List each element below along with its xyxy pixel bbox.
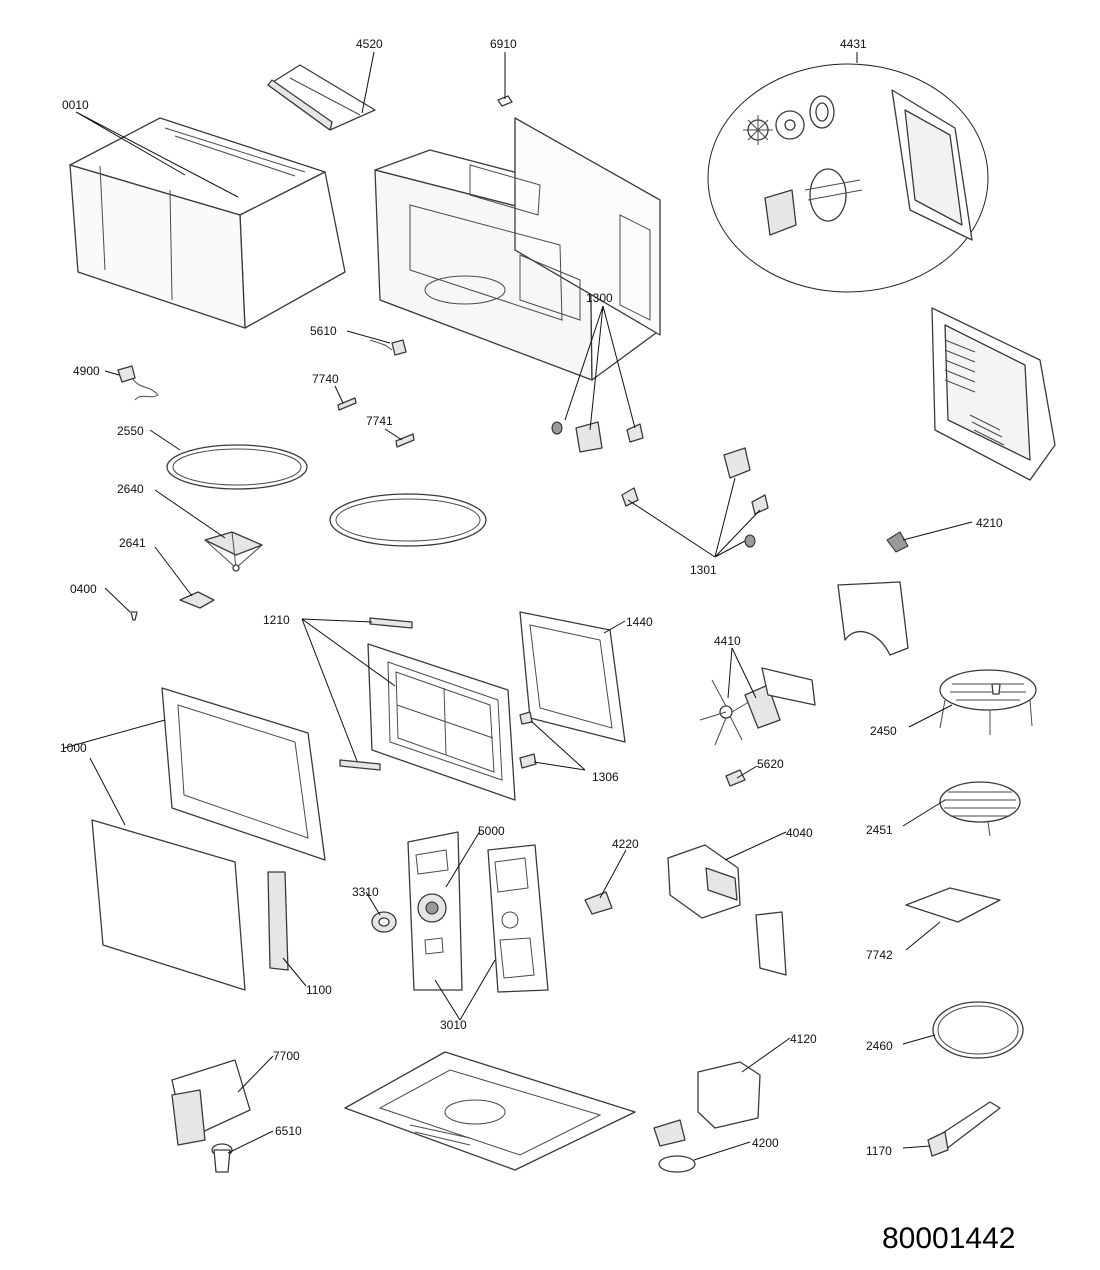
label-3310: 3310: [352, 885, 379, 899]
part-4220-fuse: [584, 891, 613, 915]
label-6910: 6910: [490, 37, 517, 51]
part-4210-lamp: [886, 531, 909, 553]
part-7700-magnetron: [171, 1059, 251, 1146]
label-4200: 4200: [752, 1136, 779, 1150]
part-2450-high-rack: [939, 669, 1037, 735]
label-4220: 4220: [612, 837, 639, 851]
part-2550-ring: [166, 444, 308, 490]
part-convection-cavity: [931, 307, 1056, 481]
label-1210: 1210: [263, 613, 290, 627]
part-3010-control-board: [487, 844, 549, 993]
cog-wheel-icon: [775, 110, 805, 140]
part-1170-lever: [927, 1101, 1001, 1157]
part-6510-fuse-holder: [211, 1143, 233, 1173]
label-1300: 1300: [586, 291, 613, 305]
part-4200-capacitor: [653, 1119, 696, 1173]
part-1301-switches: [621, 447, 769, 548]
part-4040-transformer: [667, 844, 741, 919]
part-2640-roller-support: [204, 531, 263, 572]
heating-element-icon: [804, 168, 863, 222]
fan-blade-icon: [699, 679, 753, 746]
label-1000: 1000: [60, 741, 87, 755]
label-7742: 7742: [866, 948, 893, 962]
part-labels: 4520 6910 4431 0010 5610 4900 7740 7741 …: [60, 37, 1015, 1255]
label-6510: 6510: [275, 1124, 302, 1138]
part-5000-control-panel: [407, 831, 463, 991]
part-cavity-frame: [374, 117, 661, 381]
part-4520-cover: [267, 64, 376, 131]
part-1306-hinges: [519, 711, 537, 769]
part-5610-switch: [369, 339, 407, 356]
label-0010: 0010: [62, 98, 89, 112]
part-4900-power-cord: [117, 365, 159, 401]
label-4120: 4120: [790, 1032, 817, 1046]
label-3010: 3010: [440, 1018, 467, 1032]
label-5620: 5620: [757, 757, 784, 771]
fan-blade-icon: [743, 115, 773, 145]
label-4520: 4520: [356, 37, 383, 51]
part-1000-door: [161, 687, 326, 861]
label-4900: 4900: [73, 364, 100, 378]
part-5620-switch: [725, 769, 746, 787]
part-base-plate: [344, 1051, 636, 1171]
part-1440-door-seal: [519, 611, 626, 743]
leader-lines: [63, 51, 973, 1161]
part-1300-interlock-switches: [551, 421, 644, 453]
label-2550: 2550: [117, 424, 144, 438]
label-7740: 7740: [312, 372, 339, 386]
ring-icon: [809, 95, 835, 129]
label-2451: 2451: [866, 823, 893, 837]
label-1100: 1100: [306, 983, 332, 997]
part-transformer-bracket: [755, 911, 787, 976]
label-2450: 2450: [870, 724, 897, 738]
label-2641: 2641: [119, 536, 146, 550]
part-0400-screw: [130, 611, 138, 621]
part-4410-fan-motor: [699, 667, 816, 746]
part-roller-ring: [329, 493, 487, 547]
label-1306: 1306: [592, 770, 619, 784]
part-3310-knob: [371, 911, 397, 933]
part-0010-outer-cabinet: [69, 117, 346, 329]
part-2641-coupler: [179, 591, 215, 609]
label-1301: 1301: [690, 563, 717, 577]
part-4120-capacitor: [697, 1061, 761, 1129]
part-1100-handle: [267, 871, 289, 971]
label-1440: 1440: [626, 615, 653, 629]
part-door-panel: [91, 819, 246, 991]
part-2451-low-rack: [939, 781, 1021, 837]
part-7742-plate: [905, 887, 1001, 923]
part-2460-crisp-plate: [932, 1001, 1024, 1059]
part-1210-door-frame: [339, 617, 516, 801]
label-4210: 4210: [976, 516, 1003, 530]
label-5000: 5000: [478, 824, 505, 838]
label-2460: 2460: [866, 1039, 893, 1053]
part-7741-strip: [395, 433, 415, 448]
label-5610: 5610: [310, 324, 337, 338]
label-2640: 2640: [117, 482, 144, 496]
label-4040: 4040: [786, 826, 813, 840]
label-7741: 7741: [366, 414, 393, 428]
drawing-number: 80001442: [882, 1222, 1015, 1255]
part-fan-bracket: [837, 581, 909, 656]
label-4410: 4410: [714, 634, 741, 648]
part-7740-strip: [337, 397, 357, 411]
label-4431: 4431: [840, 37, 867, 51]
part-4431-convection-group: [707, 63, 989, 293]
label-1170: 1170: [866, 1144, 892, 1158]
label-0400: 0400: [70, 582, 97, 596]
label-7700: 7700: [273, 1049, 300, 1063]
